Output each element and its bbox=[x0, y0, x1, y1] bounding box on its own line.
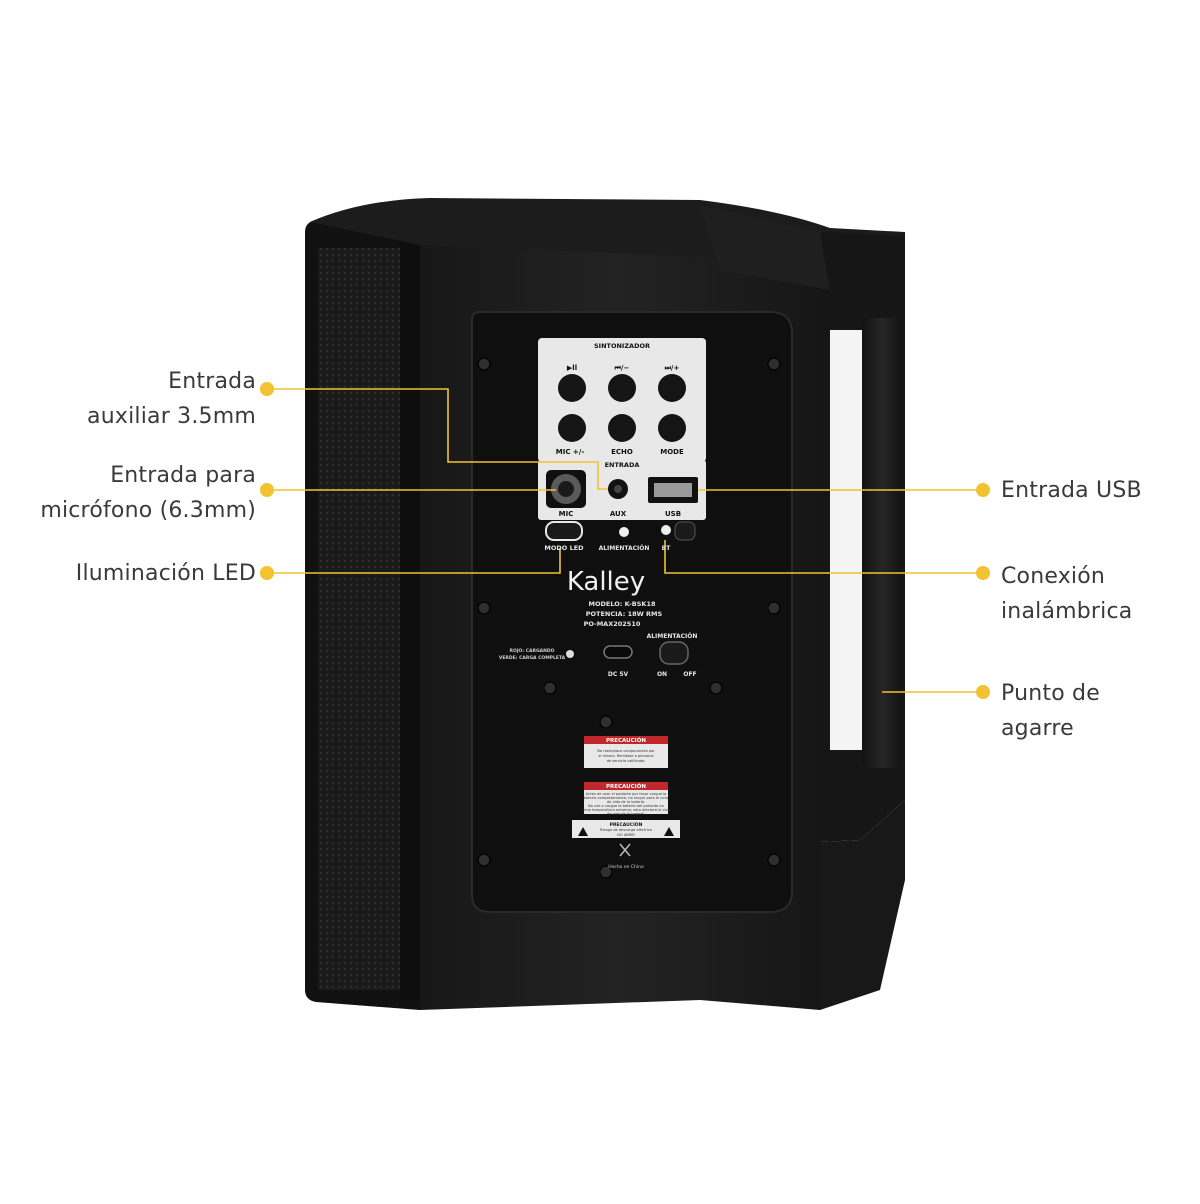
power-on-label: ON bbox=[657, 671, 667, 678]
callout-dot-grip bbox=[976, 685, 990, 699]
bt-label: BT bbox=[662, 545, 672, 552]
btn-label-mic: MIC +/- bbox=[556, 448, 585, 456]
btn-label-next: ⏭/+ bbox=[665, 364, 680, 372]
model-line-3: PO-MAX202510 bbox=[584, 620, 641, 628]
callout-usb-line-1: Entrada USB bbox=[1001, 478, 1142, 503]
caution-2-line-1: Antes de usar el parlante por favor carg… bbox=[586, 792, 667, 796]
callout-line-aux bbox=[267, 388, 608, 490]
model-line-2: POTENCIA: 18W RMS bbox=[586, 610, 663, 618]
led-mode-label: MODO LED bbox=[544, 544, 584, 552]
jack-label-mic: MIC bbox=[559, 510, 574, 518]
caution-2-line-5: clima temperatura extremo, esto afectará… bbox=[581, 808, 670, 812]
tuner-header: SINTONIZADOR bbox=[594, 342, 650, 350]
power-switch-label: ALIMENTACIÓN bbox=[647, 633, 698, 640]
power-indicator-label: ALIMENTACIÓN bbox=[599, 545, 650, 552]
callout-led-lighting: Iluminación LED bbox=[76, 556, 256, 591]
callout-mic-line-2: micrófono (6.3mm) bbox=[40, 498, 256, 523]
callout-dot-aux bbox=[260, 382, 274, 396]
callout-wireless: Conexión inalámbrica bbox=[1001, 559, 1132, 629]
callout-aux-line-1: Entrada bbox=[168, 369, 256, 394]
caution-2-line-4: No use o cargue la batería del parlante … bbox=[588, 804, 664, 808]
jack-label-usb: USB bbox=[665, 510, 681, 518]
callout-line-led bbox=[267, 548, 561, 574]
callout-dot-led bbox=[260, 566, 274, 580]
caution-2-line-3: de vida de la batería. bbox=[607, 800, 645, 804]
caution-1-line-2: sí mismo. Remítase a personal bbox=[598, 754, 653, 758]
input-header: ENTRADA bbox=[605, 461, 640, 469]
callout-dot-mic bbox=[260, 483, 274, 497]
btn-label-echo: ECHO bbox=[611, 448, 633, 456]
callout-dot-wireless bbox=[976, 566, 990, 580]
callout-grip-line-2: agarre bbox=[1001, 716, 1074, 741]
callout-aux-line-2: auxiliar 3.5mm bbox=[87, 404, 256, 429]
callout-grip: Punto de agarre bbox=[1001, 676, 1100, 746]
grip-handle bbox=[700, 205, 905, 1010]
btn-label-mode: MODE bbox=[660, 448, 684, 456]
caution-title-3: PRECAUCIÓN bbox=[610, 821, 643, 828]
brand-logo: Kalley bbox=[567, 567, 645, 597]
callout-mic-line-1: Entrada para bbox=[110, 463, 256, 488]
caution-1-line-1: No reemplace componentes por bbox=[597, 749, 655, 753]
callout-aux-input: Entrada auxiliar 3.5mm bbox=[87, 364, 256, 434]
charge-legend-2: VERDE: CARGA COMPLETA bbox=[499, 655, 566, 661]
callout-dot-usb bbox=[976, 483, 990, 497]
callout-line-wireless bbox=[664, 540, 983, 574]
caution-1-line-3: de servicio calificado. bbox=[607, 759, 646, 763]
callout-mic-input: Entrada para micrófono (6.3mm) bbox=[40, 458, 256, 528]
made-in-label: Hecho en China bbox=[608, 864, 644, 870]
caution-title-1: PRECAUCIÓN bbox=[606, 737, 646, 744]
caution-3-line-2: NO ABRIR bbox=[617, 833, 635, 837]
power-off-label: OFF bbox=[683, 671, 696, 678]
model-line-1: MODELO: K-BSK18 bbox=[588, 600, 655, 608]
jack-label-aux: AUX bbox=[610, 510, 627, 518]
caution-3-line-1: Riesgo de descarga eléctrica bbox=[600, 828, 652, 832]
dc-label: DC 5V bbox=[608, 671, 629, 678]
caution-2-line-2: batería completamente, no mayor para el … bbox=[584, 796, 669, 800]
caution-2-line-6: de vida de la batería. bbox=[607, 812, 645, 816]
callout-wireless-line-2: inalámbrica bbox=[1001, 599, 1133, 624]
callout-usb-input: Entrada USB bbox=[1001, 473, 1142, 508]
speaker-grille bbox=[305, 210, 420, 1010]
callout-dots bbox=[260, 382, 990, 699]
callout-led-line-1: Iluminación LED bbox=[75, 561, 256, 586]
caution-title-2: PRECAUCIÓN bbox=[606, 783, 646, 790]
btn-label-prev: ⏮/− bbox=[615, 364, 630, 372]
callout-wireless-line-1: Conexión bbox=[1001, 564, 1106, 589]
callout-lines bbox=[267, 388, 983, 693]
callout-grip-line-1: Punto de bbox=[1001, 681, 1100, 706]
btn-label-play: ▶ll bbox=[567, 364, 577, 372]
charge-legend-1: ROJO: CARGANDO bbox=[510, 648, 555, 654]
